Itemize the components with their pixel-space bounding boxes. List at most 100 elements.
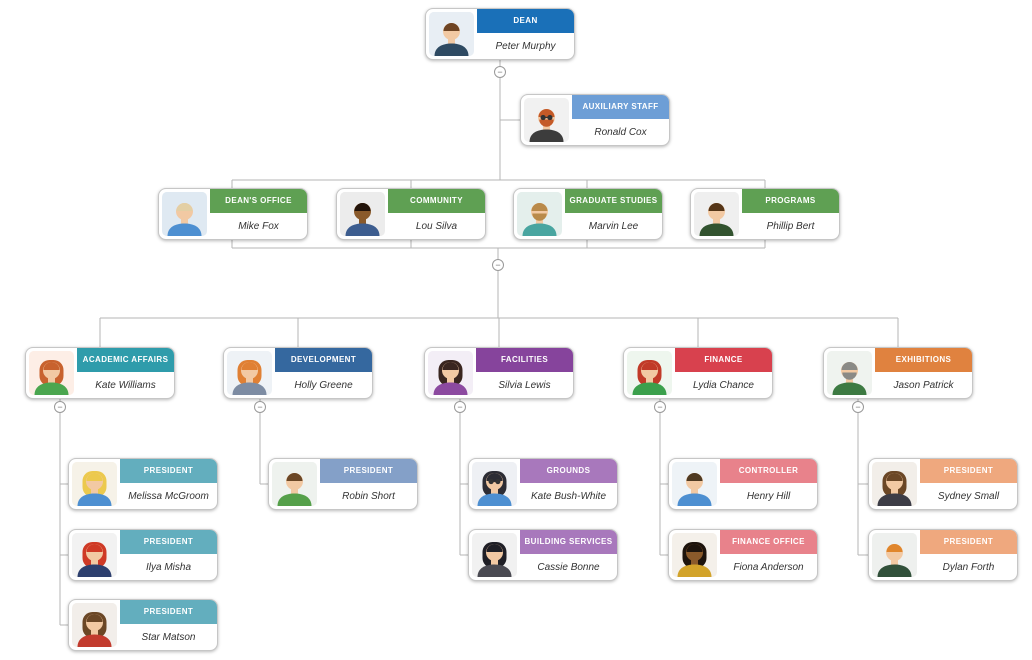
node-name: Ronald Cox [594,126,647,138]
person-avatar-icon [272,462,317,506]
node-info: GRADUATE STUDIES Marvin Lee [565,189,662,239]
collapse-branch-button[interactable]: − [654,401,666,413]
person-avatar-icon [227,351,272,395]
avatar [672,533,717,577]
node-title: PRESIDENT [120,600,217,624]
collapse-branch-button[interactable]: − [54,401,66,413]
node-title: PRESIDENT [320,459,417,483]
avatar [29,351,74,395]
node-name: Melissa McGroom [128,490,209,502]
node-title: GRADUATE STUDIES [565,189,662,213]
person-avatar-icon [627,351,672,395]
node-title: EXHIBITIONS [875,348,972,372]
collapse-branch-button[interactable]: − [254,401,266,413]
collapse-branch-button[interactable]: − [454,401,466,413]
person-avatar-icon [517,192,562,236]
node-name: Ilya Misha [145,561,191,573]
node-info: DEVELOPMENT Holly Greene [275,348,372,398]
collapse-branch-button[interactable]: − [494,66,506,78]
node-name: Marvin Lee [588,220,639,232]
avatar [672,462,717,506]
avatar [694,192,739,236]
collapse-branch-button[interactable]: − [852,401,864,413]
org-node-president_ilya[interactable]: PRESIDENT Ilya Misha [68,529,218,581]
org-node-finance_office[interactable]: FINANCE OFFICE Fiona Anderson [668,529,818,581]
node-title: GROUNDS [520,459,617,483]
node-name: Lydia Chance [693,379,754,391]
node-name: Dylan Forth [942,561,995,573]
org-node-development[interactable]: DEVELOPMENT Holly Greene [223,347,373,399]
node-name: Jason Patrick [893,379,954,391]
avatar [827,351,872,395]
node-name: Kate Williams [95,379,156,391]
node-name: Sydney Small [937,490,1000,502]
collapse-branch-button[interactable]: − [492,259,504,271]
avatar [272,462,317,506]
node-title: DEVELOPMENT [275,348,372,372]
person-avatar-icon [72,462,117,506]
node-title: AUXILIARY STAFF [572,95,669,119]
org-node-president_star[interactable]: PRESIDENT Star Matson [68,599,218,651]
org-node-graduate_studies[interactable]: GRADUATE STUDIES Marvin Lee [513,188,663,240]
node-name: Robin Short [342,490,395,502]
avatar [428,351,473,395]
avatar [472,462,517,506]
avatar [524,98,569,142]
org-node-exhibitions[interactable]: EXHIBITIONS Jason Patrick [823,347,973,399]
person-avatar-icon [872,533,917,577]
avatar [472,533,517,577]
node-info: FINANCE Lydia Chance [675,348,772,398]
node-title: FINANCE [675,348,772,372]
node-title: FINANCE OFFICE [720,530,817,554]
avatar [872,462,917,506]
avatar [517,192,562,236]
node-name: Silvia Lewis [498,379,551,391]
avatar [72,603,117,647]
node-name: Holly Greene [294,379,353,391]
org-node-president_robin[interactable]: PRESIDENT Robin Short [268,458,418,510]
node-name: Fiona Anderson [733,561,804,573]
node-title: PRESIDENT [120,530,217,554]
person-avatar-icon [827,351,872,395]
node-name: Lou Silva [415,220,458,232]
node-name: Star Matson [141,631,196,643]
avatar [72,462,117,506]
avatar [627,351,672,395]
org-node-finance[interactable]: FINANCE Lydia Chance [623,347,773,399]
node-title: BUILDING SERVICES [520,530,617,554]
org-node-auxiliary_staff[interactable]: AUXILIARY STAFF Ronald Cox [520,94,670,146]
node-info: EXHIBITIONS Jason Patrick [875,348,972,398]
node-info: AUXILIARY STAFF Ronald Cox [572,95,669,145]
person-avatar-icon [29,351,74,395]
node-name: Peter Murphy [495,40,556,52]
person-avatar-icon [72,533,117,577]
node-name: Phillip Bert [766,220,815,232]
person-avatar-icon [694,192,739,236]
avatar [872,533,917,577]
node-name: Mike Fox [238,220,279,232]
avatar [340,192,385,236]
person-avatar-icon [672,533,717,577]
avatar [72,533,117,577]
